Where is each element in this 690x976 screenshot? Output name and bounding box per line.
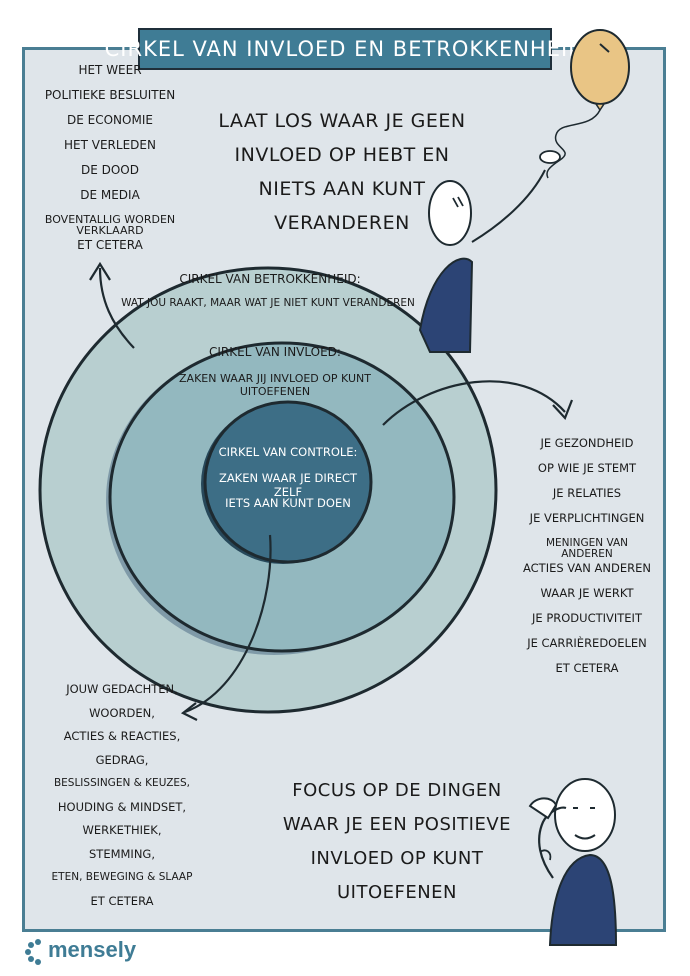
- inner-circle-line-1: ZAKEN WAAR JE DIRECT ZELF: [218, 471, 358, 499]
- arrow-to-influence-list: [382, 380, 566, 426]
- list-item: POLITIEKE BESLUITEN: [44, 88, 176, 102]
- list-item: JE GEZONDHEID: [540, 436, 634, 450]
- list-item: HET VERLEDEN: [64, 138, 156, 152]
- bottom-message: FOCUS OP DE DINGEN WAAR JE EEN POSITIEVE…: [282, 780, 512, 903]
- list-item: DE DOOD: [80, 163, 139, 177]
- list-item: JE PRODUCTIVITEIT: [532, 611, 642, 625]
- list-item: ET CETERA: [555, 661, 619, 675]
- list-item: JOUW GEDACHTEN,: [66, 682, 178, 696]
- inner-circle-title: CIRKEL VAN CONTROLE:: [218, 445, 358, 459]
- arrow-to-concern-list: [98, 267, 135, 349]
- list-item: JE VERPLICHTINGEN: [529, 511, 645, 525]
- list-item: BOVENTALLIG WORDEN VERKLAARD: [44, 213, 176, 237]
- outer-circle-description: WAT JOU RAAKT, MAAR WAT JE NIET KUNT VER…: [121, 297, 415, 309]
- list-item: OP WIE JE STEMT: [537, 461, 637, 475]
- list-item: HOUDING & MINDSET,: [57, 799, 187, 814]
- top-message: LAAT LOS WAAR JE GEEN INVLOED OP HEBT EN…: [218, 110, 466, 234]
- influence-list: JE GEZONDHEID OP WIE JE STEMT JE RELATIE…: [520, 436, 654, 688]
- list-item: JE CARRIÈREDOELEN: [527, 636, 647, 650]
- list-item: WAAR JE WERKT: [540, 586, 634, 600]
- arrowhead-control: [180, 702, 198, 721]
- poster-title: CIRKEL VAN INVLOED EN BETROKKENHEID: [105, 28, 584, 70]
- list-item: ET CETERA: [77, 238, 143, 252]
- list-item: ACTIES & REACTIES,: [63, 729, 181, 743]
- list-item: GEDRAG,: [95, 752, 149, 767]
- middle-circle-description: ZAKEN WAAR JIJ INVLOED OP KUNT UITOEFENE…: [179, 372, 371, 398]
- outer-circle-title: CIRKEL VAN BETROKKENHEID:: [179, 272, 361, 286]
- mensely-logo[interactable]: mensely: [48, 937, 136, 963]
- inner-circle-line-2: IETS AAN KUNT DOEN: [225, 496, 351, 510]
- mensely-logo-icon: [25, 939, 41, 965]
- list-item: DE MEDIA: [80, 188, 140, 202]
- logo-text: mensely: [48, 937, 137, 962]
- control-list: JOUW GEDACHTEN, WOORDEN, ACTIES & REACTI…: [44, 682, 200, 919]
- arrowhead-concern: [89, 261, 111, 281]
- list-item: ETEN, BEWEGING & SLAAP: [51, 871, 193, 883]
- list-item: DE ECONOMIE: [67, 113, 153, 127]
- list-item: HET WEER: [78, 63, 142, 77]
- flexing-figure-icon: [528, 778, 618, 946]
- arrowhead-influence: [552, 399, 574, 421]
- list-item: JE RELATIES: [552, 486, 622, 500]
- arrow-to-control-list: [184, 534, 272, 714]
- balloon-icon: [546, 29, 630, 179]
- list-item: ET CETERA: [90, 893, 154, 908]
- list-item: BESLISSINGEN & KEUZES,: [53, 777, 191, 789]
- middle-circle-title: CIRKEL VAN INVLOED:: [209, 345, 341, 359]
- list-item: MENINGEN VAN ANDEREN: [545, 537, 628, 560]
- list-item: ACTIES VAN ANDEREN: [522, 561, 652, 575]
- inner-circle: [203, 400, 373, 564]
- concern-list: HET WEER POLITIEKE BESLUITEN DE ECONOMIE…: [22, 64, 198, 264]
- list-item: WOORDEN,: [89, 705, 155, 720]
- stick-figure-icon: [418, 150, 561, 353]
- list-item: WERKETHIEK,: [82, 823, 162, 837]
- list-item: STEMMING,: [89, 846, 155, 861]
